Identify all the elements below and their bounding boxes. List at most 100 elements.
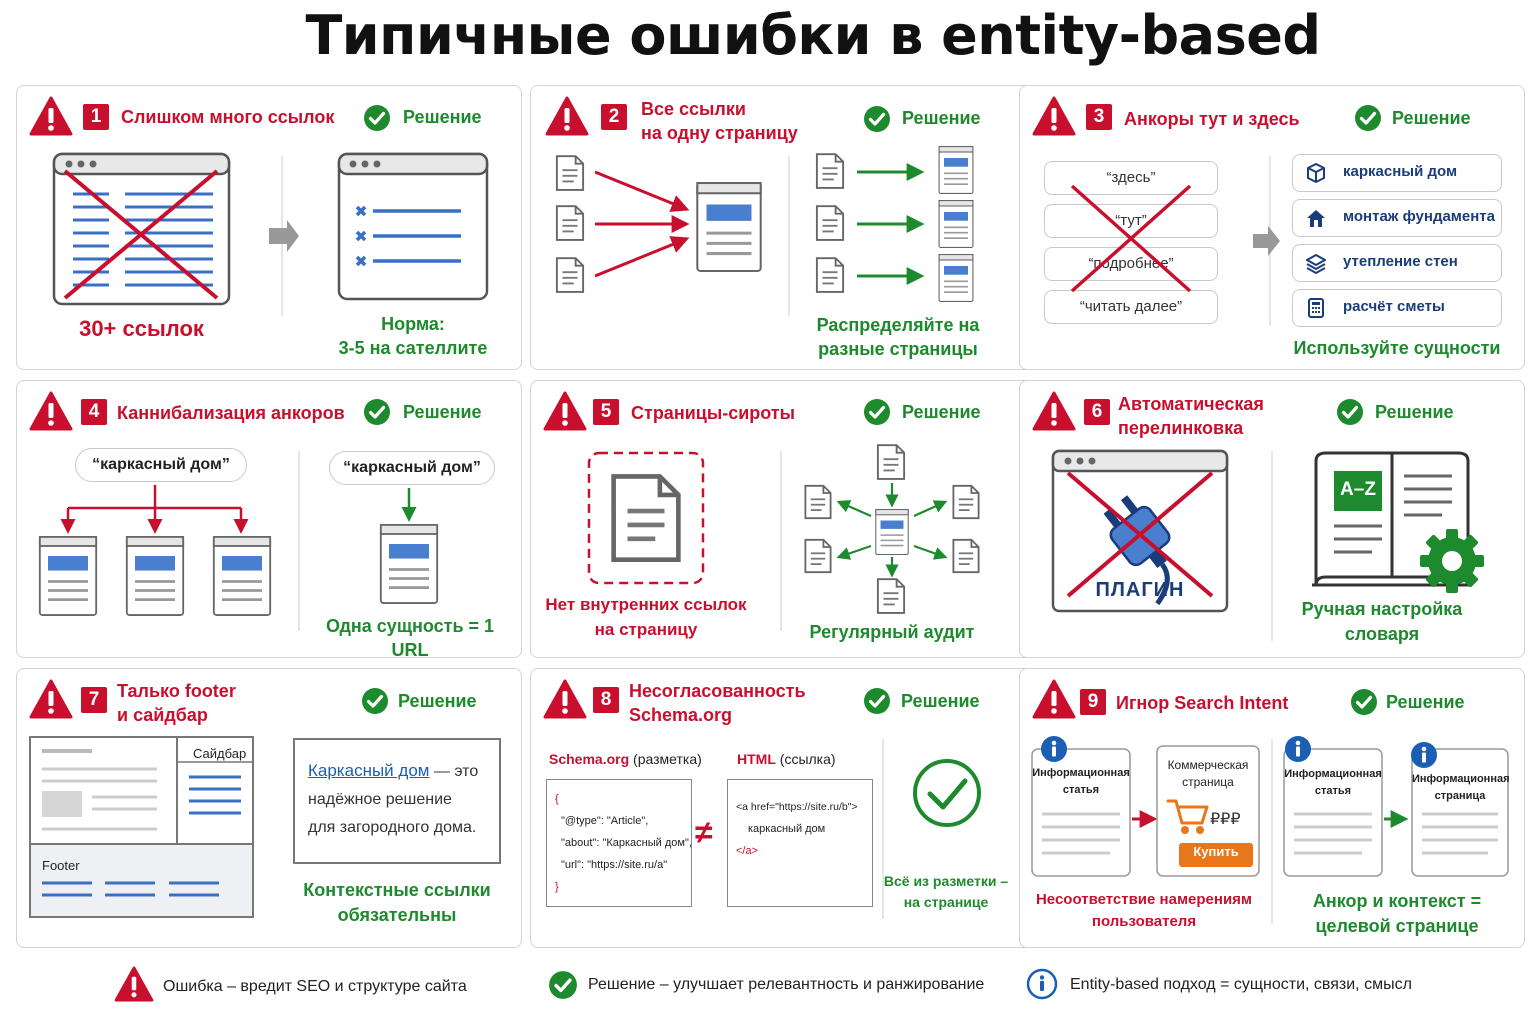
solution-caption-1: Контекстные ссылки [303,880,491,900]
solution-caption-2: на странице [903,894,989,910]
solution-label: Решение [1392,108,1471,128]
panel-number: 9 [1080,689,1106,715]
buy-button[interactable]: Купить [1193,844,1239,859]
bad-anchor: “тут” [1044,204,1218,238]
panel-title-line-1: Талько footer [117,681,236,701]
illustration [52,152,489,316]
legend-warning-icon [114,966,154,1002]
panel-too-many-links: 1 Слишком много ссылок Решение 30+ ссы [16,85,522,370]
solution-caption-2: обязательны [337,905,457,925]
html-code-block: <a href="https://site.ru/b"> каркасный д… [727,779,873,907]
solution-label: Решение [1386,692,1465,712]
anchor-bad: “каркасный дом” [75,448,247,482]
illustration [1031,739,1509,924]
legend-info: Entity-based подход = сущности, связи, с… [1070,976,1412,993]
solution-caption-2: разные страницы [818,339,978,359]
info-icon [1410,741,1438,769]
solution-caption: Используйте сущности [1293,338,1501,358]
code-line: </a> [736,845,759,857]
panel-number: 2 [601,104,627,130]
plugin-label: ПЛАГИН [1095,579,1185,601]
panel-number: 5 [593,399,619,425]
panel-schema-mismatch: 8 Несогласованность Schema.org Решение S… [530,668,1036,948]
panel-title: Анкоры тут и здесь [1124,109,1300,129]
panel-search-intent: 9 Игнор Search Intent Решение Информацио… [1019,668,1525,948]
doc-label: Информационная [1032,767,1130,779]
error-caption-2: пользователя [1091,913,1197,930]
legend-check-icon [548,970,578,1000]
bad-anchor: “здесь” [1044,161,1218,195]
doc-label: статья [1062,784,1100,796]
doc-label: страница [1182,775,1234,789]
panel-auto-linking: 6 Автоматическая перелинковка Решение [1019,380,1525,658]
check-icon [363,398,391,426]
panel-anchor-cannibalization: 4 Каннибализация анкоров Решение “каркас… [16,380,522,658]
code-line: "url": "https://site.ru/a" [561,859,668,871]
illustration [555,146,974,316]
code-line: "@type": "Article", [561,815,649,827]
doc-label: страница [1434,790,1486,802]
solution-label: Решение [902,108,981,128]
check-icon [863,687,891,715]
panel-title: Страницы-сироты [631,403,795,423]
solution-label: Решение [901,691,980,711]
panel-footer-sidebar-only: 7 Талько footer и сайдбар Решение Сайдба… [16,668,522,948]
schema-label: Schema.org (разметка) [549,751,702,767]
context-link[interactable]: Каркасный дом [308,761,430,780]
sidebar-label: Сайдбар [193,746,247,761]
panel-title: Каннибализация анкоров [117,403,345,423]
solution-caption-2: 3-5 на сателлите [338,338,488,358]
calculator-icon [1308,298,1324,318]
panel-orphan-pages: 5 Страницы-сироты Решение Нет внутренних… [530,380,1036,658]
illustration [29,736,501,918]
error-caption: 30+ ссылок [79,316,204,341]
code-line: } [555,881,559,893]
solution-label: Решение [403,107,482,127]
entity-label: утепление стен [1343,253,1458,270]
panel-number: 8 [593,687,619,713]
panel-number: 1 [83,104,109,130]
panel-links-to-one-page: 2 Все ссылки на одну страницу Решение Ра… [530,85,1036,370]
dictionary-label: A–Z [1340,479,1376,500]
anchor-good: “каркасный дом” [329,451,495,485]
panel-number: 4 [81,399,107,425]
solution-label: Решение [403,402,482,422]
entity-anchor: каркасный дом [1292,154,1502,192]
entity-label: каркасный дом [1343,163,1458,180]
error-caption-2: на страницу [594,620,698,639]
solution-caption-2: целевой странице [1315,916,1479,936]
legend-info-icon [1026,968,1058,1000]
error-caption-1: Несоответствие намерениям [1035,891,1253,908]
solution-caption-1: Норма: [381,314,445,334]
warning-icon [1032,96,1076,136]
price-label: ₽₽₽ [1210,811,1241,828]
panel-number: 3 [1086,104,1112,130]
solution-caption-2: словаря [1344,624,1420,644]
panel-title: Игнор Search Intent [1116,693,1289,713]
info-icon [1284,735,1312,763]
panel-number: 7 [81,687,107,713]
panel-title-line-1: Автоматическая [1118,394,1264,414]
house-icon [1307,210,1325,227]
doc-label: Информационная [1284,768,1382,780]
bad-anchor: “читать далее” [1044,290,1218,324]
footer-label: Footer [42,858,80,873]
solution-caption-1: Распределяйте на [816,315,980,335]
code-line: "about": "Каркасный дом", [561,837,692,849]
bad-anchor: “подробнее” [1044,247,1218,281]
entity-label: расчёт сметы [1343,298,1445,315]
panel-title-line-1: Все ссылки [641,99,746,119]
illustration [587,444,980,631]
schema-code-block: { "@type": "Article", "about": "Каркасны… [546,779,692,907]
not-equal-sign: ≠ [695,814,713,850]
panel-title-line-2: перелинковка [1118,418,1244,438]
warning-icon [29,391,73,431]
panel-generic-anchors: 3 Анкоры тут и здесь Решение “здесь” “ту… [1019,85,1525,370]
doc-label: Информационная [1412,773,1510,785]
error-caption-1: Нет внутренних ссылок [545,595,747,614]
entity-anchor: монтаж фундамента [1292,199,1502,237]
panel-title-line-2: на одну страницу [641,123,798,143]
panel-title: Слишком много ссылок [121,107,335,127]
layers-icon [1306,254,1326,274]
html-label: HTML (ссылка) [737,751,836,767]
